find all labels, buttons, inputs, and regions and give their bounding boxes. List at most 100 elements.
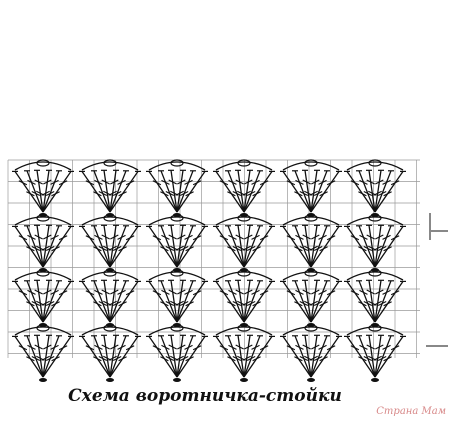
stitch-stroke — [42, 280, 50, 323]
shell-motif — [12, 159, 74, 217]
stitch-stroke — [243, 280, 261, 323]
watermark-logo: Страна Мам — [376, 406, 446, 417]
stitch-stroke — [109, 281, 139, 323]
stitch-tick — [34, 234, 43, 240]
stitch-stroke — [374, 226, 404, 268]
stitch-tick — [363, 190, 373, 196]
stitch-tick — [31, 245, 41, 251]
stitch-stroke — [368, 225, 376, 268]
stitch-tick — [227, 356, 236, 362]
stitch-stroke — [294, 225, 312, 268]
stitch-tick — [228, 179, 237, 185]
stitch-tick — [244, 344, 253, 350]
stitch-tick — [160, 356, 169, 362]
stitch-tick — [382, 289, 391, 295]
stitch-tick — [235, 289, 244, 295]
shell-motif — [79, 214, 141, 272]
stitch-tick — [118, 191, 127, 197]
stitch-stroke — [310, 335, 328, 378]
stitch-tick — [242, 245, 251, 251]
stitch-tick — [366, 289, 375, 295]
stitch-tick — [125, 180, 135, 186]
stitch-stroke — [176, 281, 206, 323]
chain-oval — [170, 159, 184, 167]
stitch-stroke — [42, 280, 60, 323]
stitch-stroke — [176, 336, 206, 378]
stitch-stroke — [282, 171, 312, 213]
shell-motif — [344, 214, 406, 272]
stitch-tick — [313, 190, 323, 196]
stitch-stroke — [310, 281, 340, 323]
stitch-tick — [179, 355, 189, 361]
stitch-tick — [175, 355, 184, 361]
stitch-stroke — [170, 170, 178, 213]
stitch-tick — [358, 246, 367, 252]
stitch-stroke — [176, 170, 184, 213]
stitch-stroke — [243, 280, 251, 323]
shell-motif — [146, 269, 208, 327]
stitch-tick — [161, 179, 170, 185]
stitch-tick — [375, 234, 384, 240]
stitch-tick — [311, 289, 320, 295]
stitch-tick — [192, 180, 202, 186]
stitch-stroke — [93, 335, 111, 378]
stitch-stroke — [176, 225, 194, 268]
stitch-tick — [94, 234, 103, 240]
stitch-tick — [101, 344, 110, 350]
stitch-tick — [185, 301, 194, 307]
stitch-stroke — [170, 280, 178, 323]
stitch-tick — [350, 345, 360, 351]
stitch-tick — [51, 191, 60, 197]
stitch-tick — [242, 355, 251, 361]
stitch-stroke — [227, 170, 245, 213]
stitch-tick — [93, 356, 102, 362]
stitch-tick — [259, 180, 269, 186]
shell-motif — [213, 214, 275, 272]
stitch-tick — [228, 344, 237, 350]
stitch-tick — [125, 235, 135, 241]
stitch-tick — [309, 355, 318, 361]
chain-arc — [14, 161, 72, 171]
stitch-stroke — [42, 281, 72, 323]
stitch-tick — [98, 245, 108, 251]
stitch-stroke — [42, 336, 72, 378]
stitch-tick — [93, 191, 102, 197]
stitch-stroke — [42, 171, 72, 213]
stitch-tick — [108, 245, 117, 251]
stitch-tick — [302, 289, 311, 295]
stitch-stroke — [176, 335, 184, 378]
stitch-tick — [93, 301, 102, 307]
stitch-tick — [309, 245, 318, 251]
stitch-tick — [227, 301, 236, 307]
stitch-tick — [375, 289, 384, 295]
chain-arc — [14, 216, 72, 226]
stitch-stroke — [42, 225, 60, 268]
stitch-stroke — [310, 280, 328, 323]
stitch-tick — [27, 289, 36, 295]
stitch-tick — [41, 300, 50, 306]
stitch-tick — [85, 345, 95, 351]
stitch-tick — [98, 300, 108, 306]
stitch-tick — [31, 190, 41, 196]
stitch-tick — [41, 190, 50, 196]
stitch-stroke — [26, 225, 44, 268]
chain-arc — [346, 216, 404, 226]
stitch-stroke — [374, 336, 404, 378]
stitch-tick — [286, 180, 296, 186]
stitch-stroke — [109, 336, 139, 378]
chain-arc — [148, 326, 206, 336]
stitch-tick — [299, 190, 309, 196]
chain-arc — [81, 326, 139, 336]
stitch-tick — [302, 179, 311, 185]
stitch-tick — [160, 246, 169, 252]
stitch-stroke — [176, 226, 206, 268]
stitch-stroke — [310, 226, 340, 268]
stitch-tick — [359, 234, 368, 240]
shell-motif — [146, 324, 208, 382]
stitch-tick — [18, 345, 28, 351]
stitch-tick — [152, 290, 162, 296]
stitch-tick — [160, 191, 169, 197]
stitch-tick — [363, 355, 373, 361]
stitch-tick — [359, 179, 368, 185]
stitch-tick — [359, 344, 368, 350]
